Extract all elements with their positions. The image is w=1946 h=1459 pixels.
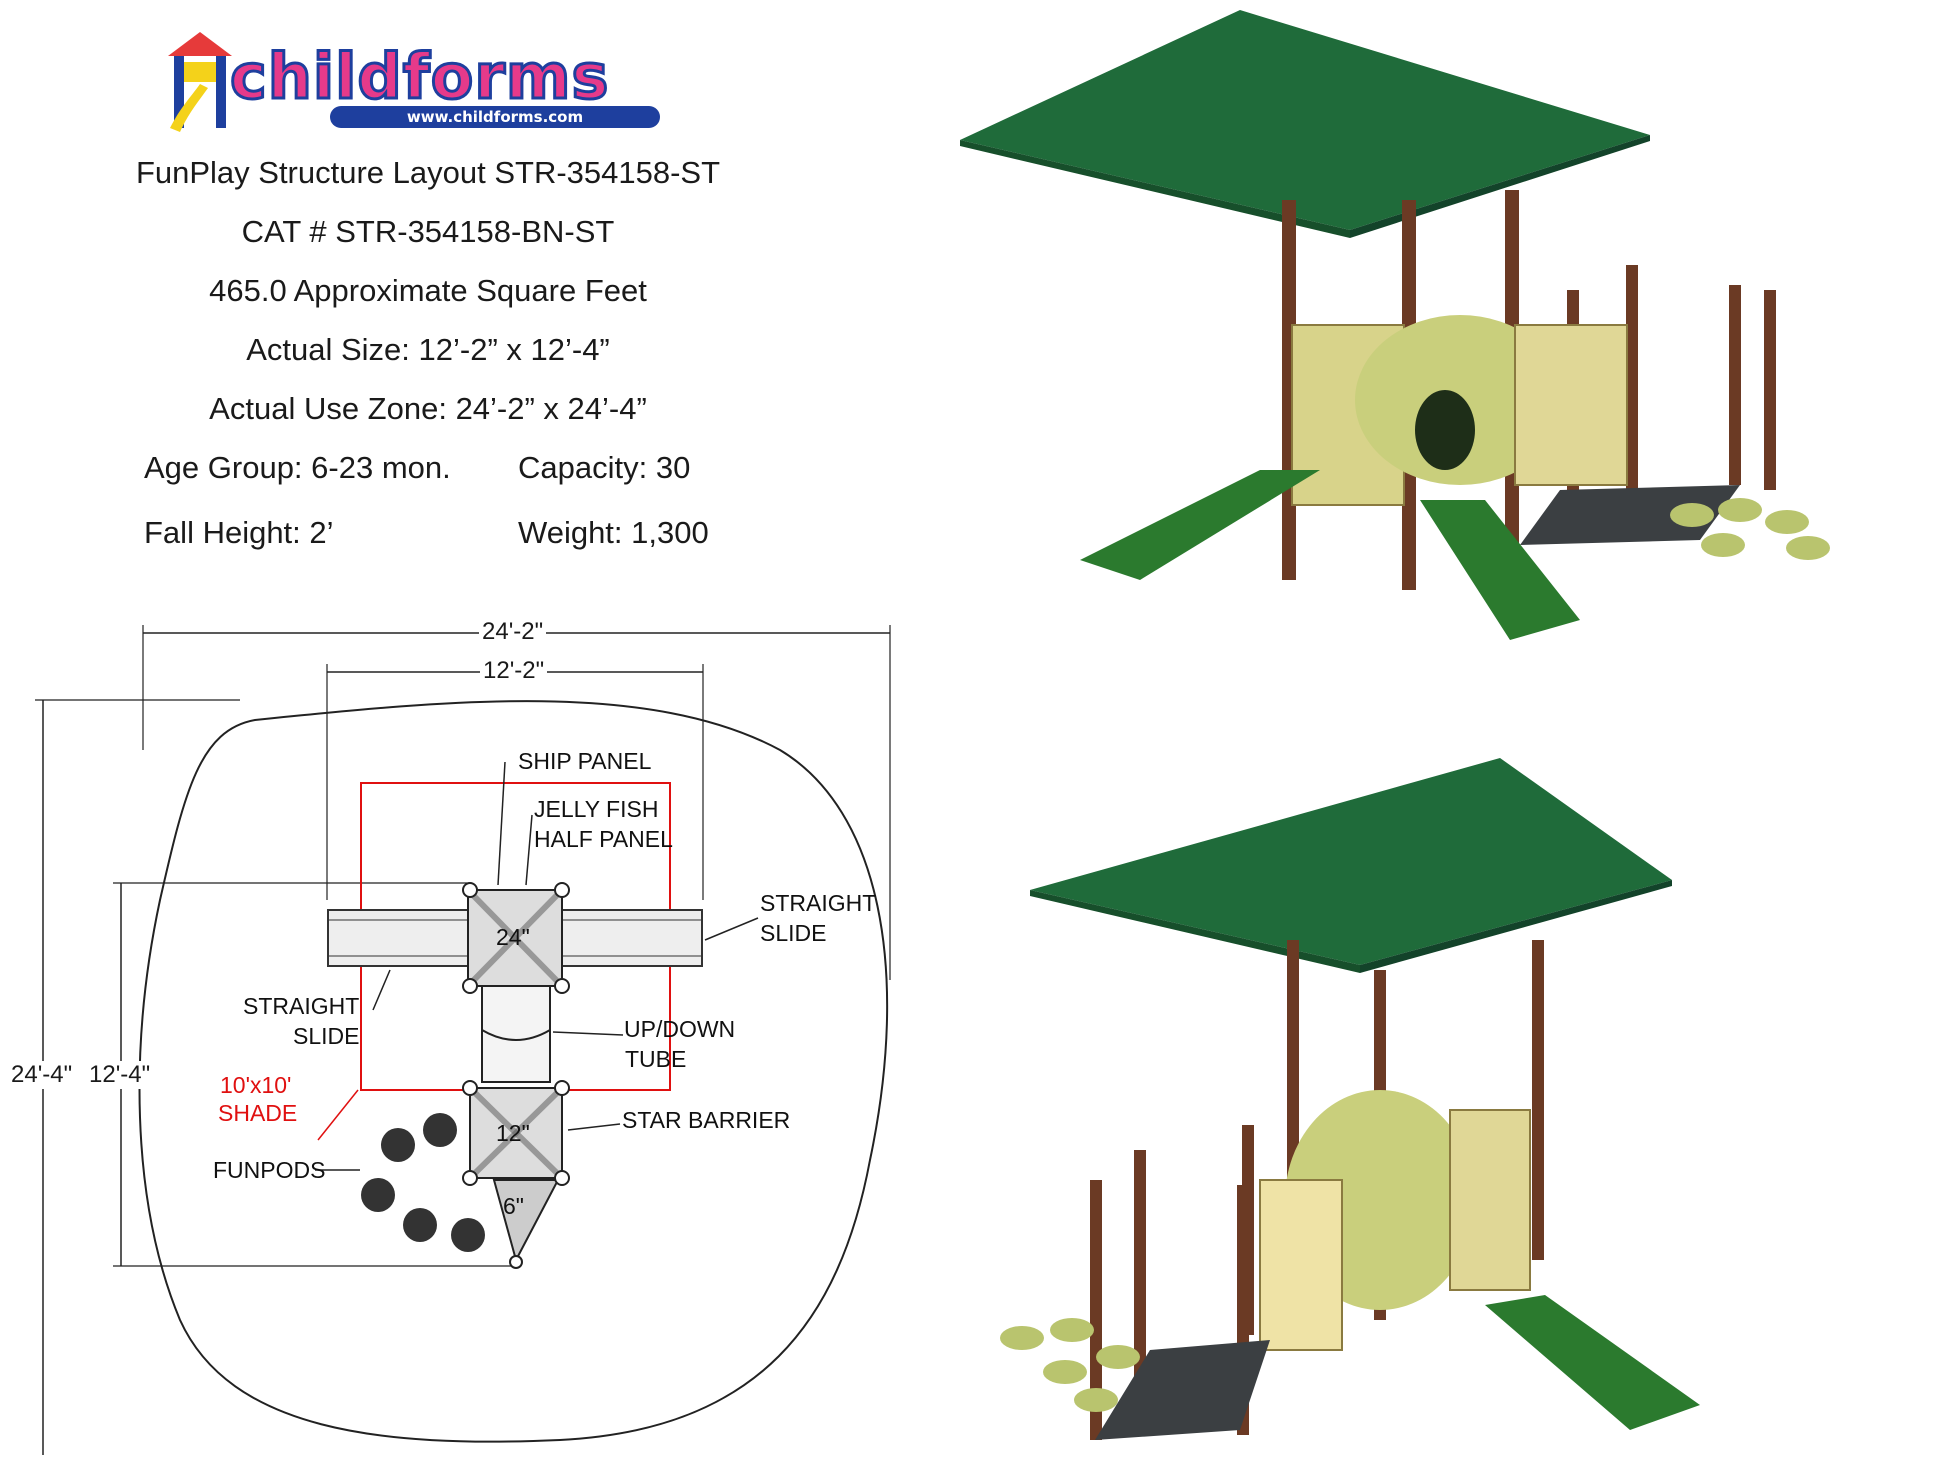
logo-playground-icon <box>168 32 232 132</box>
logo-wordmark: childforms <box>228 39 610 115</box>
label-funpods: FUNPODS <box>213 1157 326 1183</box>
label-deck-12: 12" <box>496 1120 530 1146</box>
dim-size-width: 12'-2" <box>480 657 548 685</box>
label-shade-2: SHADE <box>218 1100 298 1126</box>
canopy <box>1030 758 1672 965</box>
actual-size: Actual Size: 12’-2” x 12’-4” <box>246 332 610 367</box>
layout-title: FunPlay Structure Layout STR-354158-ST <box>135 155 721 190</box>
funpods-render <box>1670 498 1830 560</box>
dim-use-width: 24'-2" <box>479 618 547 646</box>
capacity: Capacity: 30 <box>518 450 691 485</box>
left-slide <box>327 909 469 967</box>
sun-panel <box>1259 1179 1343 1351</box>
logo-url: www.childforms.com <box>330 106 660 128</box>
age-group: Age Group: 6-23 mon. <box>144 450 451 485</box>
label-jelly-fish-2: HALF PANEL <box>534 826 673 852</box>
label-star-barrier: STAR BARRIER <box>622 1107 791 1133</box>
label-shade-1: 10'x10' <box>220 1072 292 1098</box>
label-straight-slide-right-2: SLIDE <box>760 920 827 946</box>
weight: Weight: 1,300 <box>518 515 709 550</box>
jelly-panel <box>1449 1109 1531 1291</box>
deck-6 <box>492 1179 560 1263</box>
up-down-tube <box>481 985 551 1083</box>
square-feet: 465.0 Approximate Square Feet <box>209 273 647 308</box>
funpods <box>361 1113 485 1252</box>
deck <box>1520 485 1740 545</box>
left-slide-render <box>1080 470 1320 580</box>
label-straight-slide-left-1: STRAIGHT <box>243 993 360 1019</box>
label-ship-panel: SHIP PANEL <box>518 748 652 774</box>
right-slide <box>561 909 703 967</box>
label-tube-1: UP/DOWN <box>624 1016 736 1042</box>
dim-use-height: 24'-4" <box>8 1061 76 1089</box>
deck <box>1095 1340 1270 1440</box>
dim-size-height: 12'-4" <box>86 1061 154 1089</box>
label-jelly-fish-1: JELLY FISH <box>534 796 659 822</box>
jelly-panel <box>1514 324 1628 486</box>
fall-height: Fall Height: 2’ <box>144 515 334 550</box>
label-deck-6: 6" <box>503 1193 524 1219</box>
label-deck-24: 24" <box>496 924 530 950</box>
funpods-render <box>1000 1318 1140 1412</box>
label-straight-slide-right-1: STRAIGHT <box>760 890 877 916</box>
render-view-back <box>1000 758 1700 1440</box>
use-zone-outline <box>138 700 889 1443</box>
label-tube-2: TUBE <box>625 1046 687 1072</box>
render-view-front <box>960 10 1830 640</box>
canopy <box>960 10 1650 230</box>
front-slide-render <box>1420 500 1580 640</box>
plan-drawing <box>35 625 891 1455</box>
slide-render <box>1485 1295 1700 1430</box>
catalog-number: CAT # STR-354158-BN-ST <box>241 214 615 249</box>
use-zone: Actual Use Zone: 24’-2” x 24’-4” <box>209 391 647 426</box>
label-straight-slide-left-2: SLIDE <box>293 1023 360 1049</box>
